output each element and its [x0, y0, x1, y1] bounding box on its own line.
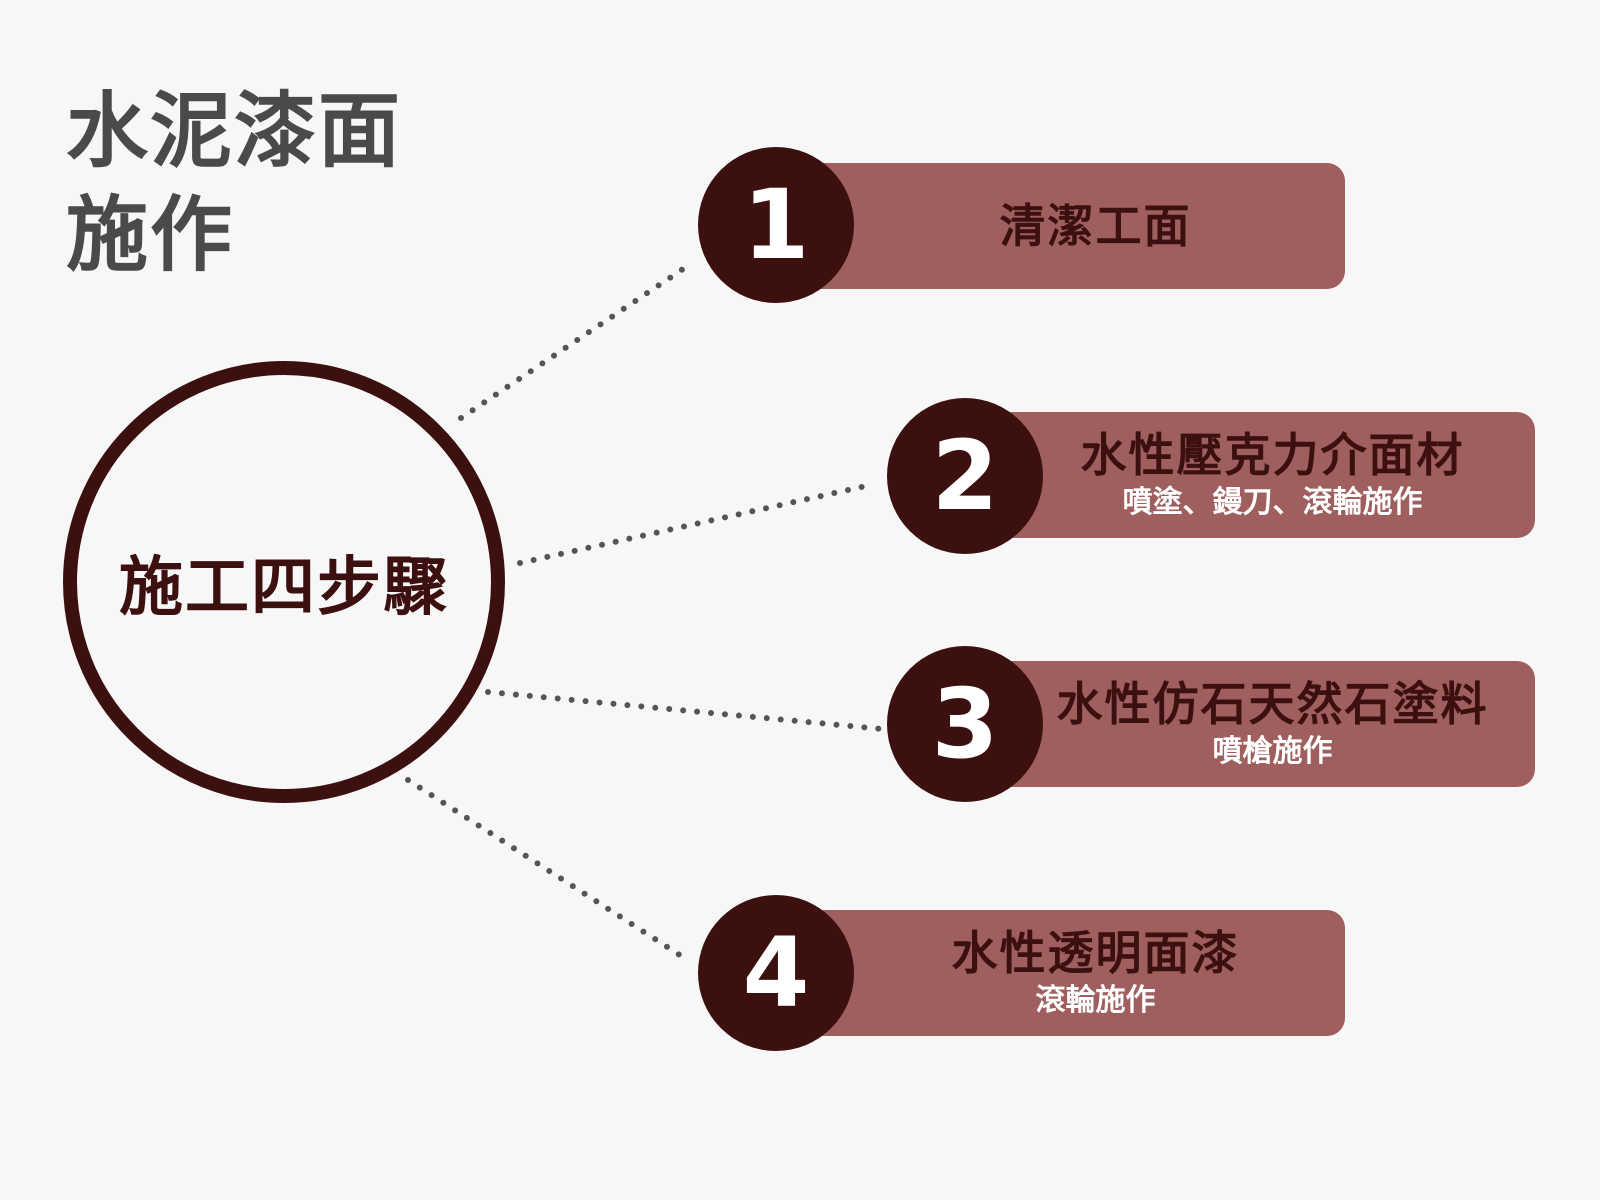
step-2-title: 水性壓克力介面材: [1080, 428, 1465, 482]
connector-step-2: [517, 481, 878, 566]
step-3-number-badge: 3: [887, 646, 1043, 802]
step-1-title: 清潔工面: [999, 199, 1192, 253]
step-3-title: 水性仿石天然石塗料: [1056, 677, 1489, 731]
step-4-bar: 水性透明面漆 滾輪施作: [806, 910, 1345, 1036]
hub-circle: 施工四步驟: [63, 361, 505, 803]
step-4-number: 4: [742, 917, 810, 1029]
step-3-bar: 水性仿石天然石塗料 噴槍施作: [1010, 661, 1535, 787]
step-1-number: 1: [742, 169, 810, 281]
hub-label: 施工四步驟: [119, 551, 449, 625]
connector-step-4: [405, 777, 689, 962]
step-3-subtitle: 噴槍施作: [1212, 734, 1333, 769]
step-1-bar: 清潔工面: [806, 163, 1345, 289]
page-title: 水泥漆面 施作: [66, 80, 402, 288]
step-2-number-badge: 2: [887, 398, 1043, 554]
step-4-title: 水性透明面漆: [951, 926, 1240, 980]
connector-step-1: [458, 264, 689, 421]
step-2-bar: 水性壓克力介面材 噴塗、鏝刀、滾輪施作: [1010, 412, 1535, 538]
step-4-subtitle: 滾輪施作: [1035, 983, 1156, 1018]
connector-step-3: [485, 689, 885, 732]
step-2-number: 2: [931, 420, 999, 532]
step-3-number: 3: [931, 668, 999, 780]
title-line-2: 施作: [66, 188, 235, 283]
step-1-number-badge: 1: [698, 147, 854, 303]
step-2-subtitle: 噴塗、鏝刀、滾輪施作: [1122, 485, 1423, 520]
step-4-number-badge: 4: [698, 895, 854, 1051]
title-line-1: 水泥漆面: [66, 84, 403, 179]
